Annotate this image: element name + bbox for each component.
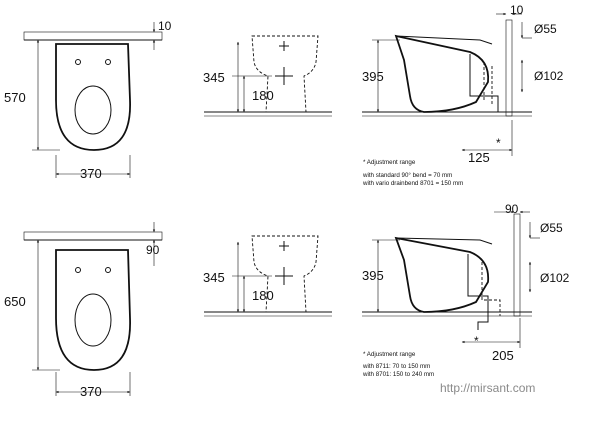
- front-outlet-height: 345: [203, 270, 225, 285]
- side-drain-distance: 125: [468, 150, 490, 165]
- fixing-hole: [105, 59, 111, 65]
- bowl-outline: [55, 249, 131, 371]
- side-offset-label: 90: [505, 202, 519, 216]
- wall-section: [23, 231, 163, 241]
- side-outlet-label: Ø102: [534, 69, 564, 83]
- side-height-label: 395: [362, 69, 384, 84]
- side-outline: [394, 236, 490, 313]
- wall-section: [513, 213, 521, 317]
- plan-length-label: 650: [4, 294, 26, 309]
- side-drain-distance: 205: [492, 348, 514, 363]
- bottom-front-view: 345 180: [203, 235, 332, 317]
- side-offset-label: 10: [510, 3, 524, 17]
- top-side-view: 395 10 Ø55 Ø102 125 * * Adjustment range…: [362, 3, 564, 187]
- side-note-3: with 8701: 150 to 240 mm: [362, 371, 434, 378]
- top-plan-view: 570 370 10: [4, 19, 172, 181]
- plan-width-label: 370: [80, 166, 102, 181]
- side-note-2: with standard 90° bend = 70 mm: [362, 172, 452, 179]
- side-note-1: * Adjustment range: [363, 159, 416, 166]
- front-pan-height: 180: [252, 288, 274, 303]
- side-note-2: with 8711: 70 to 150 mm: [362, 363, 430, 370]
- wall-section: [505, 19, 513, 117]
- side-inlet-label: Ø55: [540, 221, 563, 235]
- outlet-cross: [275, 267, 293, 285]
- bottom-plan-view: 650 370 90: [4, 222, 163, 399]
- side-inlet-label: Ø55: [534, 22, 557, 36]
- fixing-hole: [105, 267, 111, 273]
- drain-pipe: [467, 254, 489, 330]
- front-pan-height: 180: [252, 88, 274, 103]
- drain-pipe: [469, 54, 499, 112]
- side-height-label: 395: [362, 268, 384, 283]
- wall-section: [23, 31, 163, 41]
- bowl-opening: [74, 85, 112, 135]
- side-outlet-label: Ø102: [540, 271, 570, 285]
- fixing-hole: [75, 267, 81, 273]
- plan-offset-label: 10: [158, 19, 172, 33]
- top-front-view: 345 180: [203, 35, 332, 117]
- side-outline: [394, 34, 490, 113]
- side-note-3: with vario drainbend 8701 = 150 mm: [362, 180, 463, 187]
- plan-length-label: 570: [4, 90, 26, 105]
- front-outlet-height: 345: [203, 70, 225, 85]
- plan-width-label: 370: [80, 384, 102, 399]
- side-note-1: * Adjustment range: [363, 351, 416, 358]
- bowl-opening: [74, 293, 112, 347]
- inlet-cross: [279, 241, 289, 251]
- fixing-hole: [75, 59, 81, 65]
- bottom-side-view: 395 90 Ø55 Ø102 205 * * Adjustment range…: [362, 202, 570, 378]
- side-asterisk: *: [474, 334, 479, 348]
- bowl-outline: [55, 43, 131, 151]
- plan-offset-label: 90: [146, 243, 160, 257]
- watermark[interactable]: http://mirsant.com: [440, 381, 535, 395]
- inlet-cross: [279, 41, 289, 51]
- side-asterisk: *: [496, 136, 501, 150]
- outlet-cross: [275, 67, 293, 85]
